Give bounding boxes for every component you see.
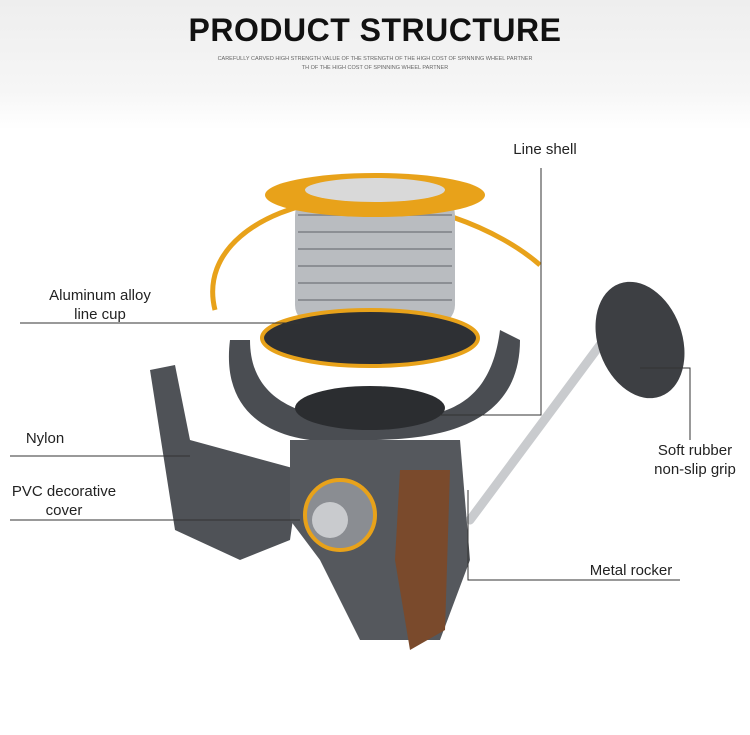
header-background <box>0 0 750 130</box>
label-line-cup-2: line cup <box>74 306 126 323</box>
leader-line-grip <box>640 367 691 440</box>
label-grip-1: Soft rubber <box>657 442 733 459</box>
subtitle-line-2: TH OF THE HIGH COST OF SPINNING WHEEL PA… <box>301 65 449 71</box>
subtitle-line-1: CAREFULLY CARVED HIGH STRENGTH VALUE OF … <box>217 56 533 62</box>
label-pvc-1: PVC decorative <box>11 483 117 500</box>
label-pvc-2: cover <box>45 502 83 519</box>
label-pvc-cover: PVC decorative cover <box>0 482 128 520</box>
label-line-cup: Aluminum alloy line cup <box>30 286 170 324</box>
label-nylon: Nylon <box>25 430 65 447</box>
label-line-cup-1: Aluminum alloy <box>49 287 151 304</box>
label-line-shell: Line shell <box>513 141 577 158</box>
label-metal-rocker: Metal rocker <box>589 562 673 579</box>
leader-line-line-shell <box>440 168 542 416</box>
handle-knob <box>595 281 685 399</box>
label-grip: Soft rubber non-slip grip <box>640 441 750 479</box>
leader-line-rocker <box>467 490 680 581</box>
label-grip-2: non-slip grip <box>654 461 736 478</box>
page-title: PRODUCT STRUCTURE <box>188 12 562 48</box>
